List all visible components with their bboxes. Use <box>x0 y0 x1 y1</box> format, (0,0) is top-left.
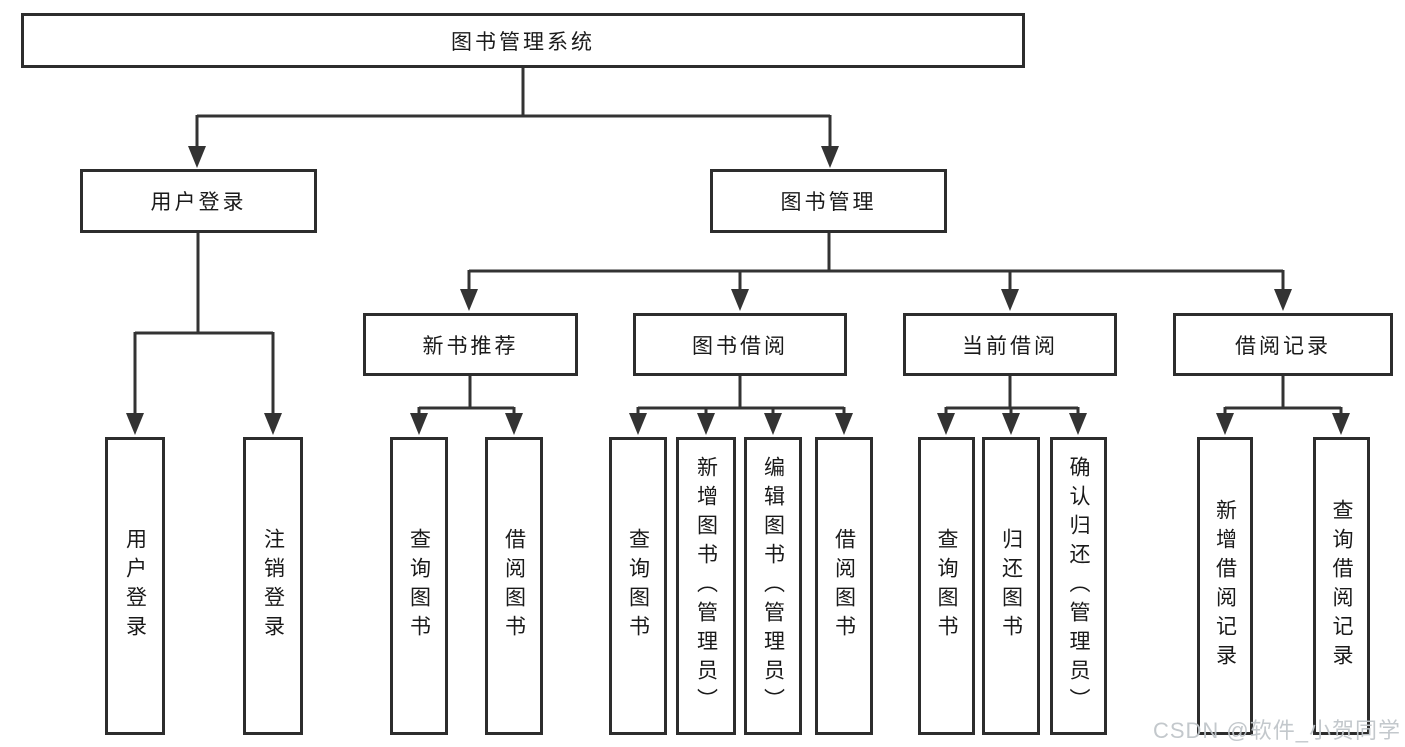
leaf-edit-book-admin-label: 编辑图书（管理员） <box>761 455 785 717</box>
node-borrowing-records-label: 借阅记录 <box>1235 334 1331 358</box>
node-book-management: 图书管理 <box>710 169 947 233</box>
leaf-logout-label: 注销登录 <box>261 528 285 644</box>
leaf-add-borrow-record-label: 新增借阅记录 <box>1213 499 1237 673</box>
leaf-return-books: 归还图书 <box>982 437 1040 735</box>
connector-book-borrowing <box>636 376 846 418</box>
leaf-user-login-label: 用户登录 <box>123 528 147 644</box>
node-new-book-recommendation: 新书推荐 <box>363 313 578 376</box>
connector-new-book <box>417 376 516 418</box>
leaf-add-book-admin-label: 新增图书（管理员） <box>694 455 718 717</box>
leaf-return-books-label: 归还图书 <box>999 528 1023 644</box>
node-current-borrowing: 当前借阅 <box>903 313 1117 376</box>
connector-borrowing-records <box>1223 376 1343 418</box>
leaf-borrow-books-recommend: 借阅图书 <box>485 437 543 735</box>
leaf-borrow-books-recommend-label: 借阅图书 <box>502 528 526 644</box>
connector-user-login <box>133 233 275 418</box>
node-book-borrowing: 图书借阅 <box>633 313 847 376</box>
connector-current-borrowing <box>944 376 1080 418</box>
arrowheads <box>126 146 1350 435</box>
leaf-confirm-return-admin-label: 确认归还（管理员） <box>1067 455 1091 717</box>
leaf-borrow-books-borrowing-label: 借阅图书 <box>832 528 856 644</box>
node-root-label: 图书管理系统 <box>451 30 595 54</box>
node-book-borrowing-label: 图书借阅 <box>692 334 788 358</box>
leaf-query-books-recommend-label: 查询图书 <box>407 528 431 644</box>
node-user-login: 用户登录 <box>80 169 317 233</box>
connector-root <box>195 68 832 152</box>
leaf-add-book-admin: 新增图书（管理员） <box>676 437 736 735</box>
leaf-add-borrow-record: 新增借阅记录 <box>1197 437 1253 735</box>
node-root-system: 图书管理系统 <box>21 13 1025 68</box>
connector-book-management <box>467 233 1285 295</box>
leaf-query-books-borrowing-label: 查询图书 <box>626 528 650 644</box>
leaf-query-books-current-label: 查询图书 <box>935 528 959 644</box>
leaf-query-books-recommend: 查询图书 <box>390 437 448 735</box>
leaf-user-login: 用户登录 <box>105 437 165 735</box>
leaf-query-books-borrowing: 查询图书 <box>609 437 667 735</box>
node-borrowing-records: 借阅记录 <box>1173 313 1393 376</box>
node-current-borrowing-label: 当前借阅 <box>962 334 1058 358</box>
node-book-management-label: 图书管理 <box>780 191 877 214</box>
leaf-query-borrow-record-label: 查询借阅记录 <box>1330 499 1354 673</box>
leaf-query-books-current: 查询图书 <box>918 437 975 735</box>
leaf-confirm-return-admin: 确认归还（管理员） <box>1050 437 1107 735</box>
leaf-edit-book-admin: 编辑图书（管理员） <box>744 437 802 735</box>
leaf-query-borrow-record: 查询借阅记录 <box>1313 437 1370 735</box>
leaf-borrow-books-borrowing: 借阅图书 <box>815 437 873 735</box>
node-new-book-recommendation-label: 新书推荐 <box>422 334 519 358</box>
leaf-logout: 注销登录 <box>243 437 303 735</box>
node-user-login-label: 用户登录 <box>150 191 247 214</box>
